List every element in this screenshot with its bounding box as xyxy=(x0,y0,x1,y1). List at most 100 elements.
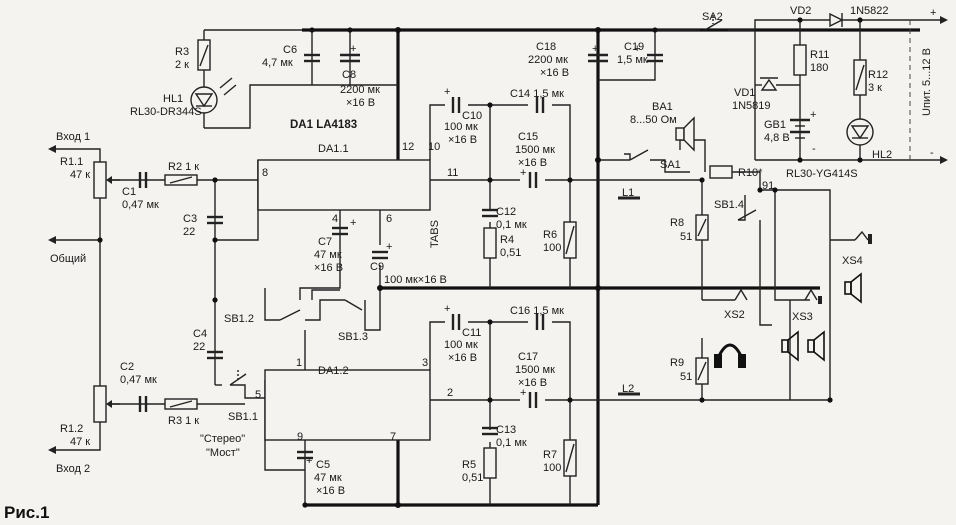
r9-val: 51 xyxy=(680,371,692,383)
chip-tabs: TABS xyxy=(429,220,441,248)
r2-label: R2 1 к xyxy=(168,161,199,173)
speaker-xs4-icon xyxy=(844,272,862,304)
hl2-val: RL30-YG414S xyxy=(786,168,858,180)
c7-v1: 47 мк xyxy=(314,249,342,261)
sb1-4-label: SB1.4 xyxy=(714,199,744,211)
c7-ref: C7 xyxy=(318,236,332,248)
r4-ref: R4 xyxy=(500,234,514,246)
r3-ref: R3 xyxy=(175,46,189,58)
r12-val: 3 к xyxy=(868,82,882,94)
potentiometer-r1-1 xyxy=(93,161,120,199)
c7-v2: ×16 В xyxy=(314,262,343,274)
c8-ref: C8 xyxy=(342,69,356,81)
r7-ref: R7 xyxy=(543,449,557,461)
c12-ref: C12 xyxy=(496,206,516,218)
pin-11: 11 xyxy=(447,167,458,179)
input-2-label: Вход 2 xyxy=(56,463,90,475)
c3-ref: C3 xyxy=(183,213,197,225)
r8-val: 51 xyxy=(680,231,692,243)
c17-v2: ×16 В xyxy=(518,377,547,389)
ba1-val: 8...50 Ом xyxy=(630,114,677,126)
c8-v2: ×16 В xyxy=(346,97,375,109)
c8-v1: 2200 мк xyxy=(340,84,380,96)
c11-ref: C11 xyxy=(462,327,481,339)
hl2-ref: HL2 xyxy=(872,149,892,161)
c13-val: 0,1 мк xyxy=(496,437,527,449)
c7-plus: + xyxy=(350,217,356,229)
c2-ref: C2 xyxy=(120,361,134,373)
jack-xs3 xyxy=(804,288,822,304)
led-hl2 xyxy=(846,118,874,146)
input-1-label: Вход 1 xyxy=(56,131,90,143)
speakers-pair-icon xyxy=(781,330,825,362)
xs2-label: XS2 xyxy=(724,309,745,321)
c4-ref: C4 xyxy=(193,328,207,340)
r5-ref: R5 xyxy=(462,459,476,471)
c15-v1: 1500 мк xyxy=(515,144,555,156)
headphones-icon xyxy=(714,343,746,368)
c5-ref: C5 xyxy=(316,459,330,471)
c17-v1: 1500 мк xyxy=(515,364,555,376)
chip-ch2: DA1.2 xyxy=(318,365,349,377)
vd1-ref: VD1 xyxy=(734,87,755,99)
c11-plus: + xyxy=(444,303,450,315)
r11-ref: R11 xyxy=(810,49,829,61)
vd2-ref: VD2 xyxy=(790,5,811,17)
diode-vd2 xyxy=(829,12,844,28)
r1-1-ref: R1.1 xyxy=(60,156,83,168)
led-hl1 xyxy=(190,70,237,128)
c15-v2: ×16 В xyxy=(518,157,547,169)
c10-plus: + xyxy=(444,86,450,98)
c10-v1: 100 мк xyxy=(444,121,478,133)
r6-val: 100 xyxy=(543,242,561,254)
mode-bridge: "Мост" xyxy=(206,447,240,459)
potentiometer-r1-2 xyxy=(93,385,120,423)
c13-ref: C13 xyxy=(496,424,516,436)
c15-plus: + xyxy=(520,167,526,179)
c14-label: C14 1,5 мк xyxy=(510,88,564,100)
pin-9: 9 xyxy=(297,431,303,443)
wiring xyxy=(52,19,920,505)
r1-2-val: 47 к xyxy=(70,436,90,448)
switches xyxy=(229,15,757,386)
pin-10: 10 xyxy=(428,141,440,153)
gb1-plus: + xyxy=(810,109,816,121)
supply-plus: + xyxy=(930,7,936,19)
c18-v1: 2200 мк xyxy=(528,54,568,66)
ba1-ref: BA1 xyxy=(652,101,673,113)
c18-ref: C18 xyxy=(536,41,556,53)
r10-ref: R10* xyxy=(738,167,763,179)
r1-1-val: 47 к xyxy=(70,169,90,181)
sa1-label: SA1 xyxy=(660,159,681,171)
c18-v2: ×16 В xyxy=(540,67,569,79)
sb1-2-label: SB1.2 xyxy=(224,313,254,325)
sa2-label: SA2 xyxy=(702,11,723,23)
c5-v2: ×16 В xyxy=(316,485,345,497)
capacitors xyxy=(138,53,663,460)
c10-v2: ×16 В xyxy=(448,134,477,146)
vd1-val: 1N5819 xyxy=(732,100,771,112)
c19-plus: + xyxy=(634,43,640,55)
c6-ref: C6 xyxy=(283,44,297,56)
r4-val: 0,51 xyxy=(500,247,521,259)
r1-2-ref: R1.2 xyxy=(60,423,83,435)
r8-ref: R8 xyxy=(670,217,684,229)
resistors xyxy=(164,39,867,479)
labels: Вход 1 Общий Вход 2 R1.1 47 к R1.2 47 к … xyxy=(4,5,936,522)
c8-plus: + xyxy=(350,43,356,55)
xs4-label: XS4 xyxy=(842,255,863,267)
sb1-1-label: SB1.1 xyxy=(228,411,258,423)
c3-val: 22 xyxy=(183,226,195,238)
supply-minus: - xyxy=(930,147,934,159)
jack-xs2 xyxy=(734,288,748,301)
gb1-minus: - xyxy=(812,143,816,155)
diode-vd1 xyxy=(755,77,800,91)
pin-1: 1 xyxy=(296,357,302,369)
c10-ref: C10 xyxy=(462,110,482,122)
r3-val: 2 к xyxy=(175,59,189,71)
l1-label: L1 xyxy=(622,187,634,199)
r10-val: 91 xyxy=(762,180,774,192)
r11-val: 180 xyxy=(810,62,828,74)
c9-ref: C9 xyxy=(370,261,384,273)
